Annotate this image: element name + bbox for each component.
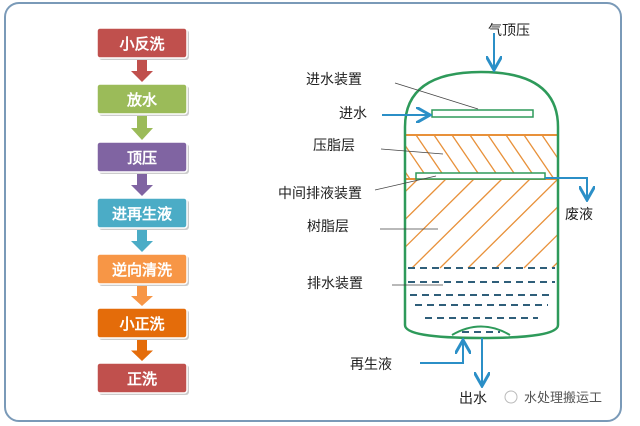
hatch-line: [523, 134, 555, 180]
step-1: 小反洗: [96, 27, 189, 82]
middle-drain-device: [415, 172, 546, 180]
hatch-line: [487, 134, 519, 180]
hatch-line: [614, 135, 640, 179]
step-6: 小正洗: [96, 307, 189, 361]
down-arrow-icon: [131, 60, 153, 82]
label-middle-drain-device: 中间排液装置: [278, 186, 362, 202]
step-box: [96, 197, 188, 229]
step-2: 放水: [96, 83, 189, 140]
hatch-line: [405, 134, 429, 180]
step-label: 正洗: [127, 370, 157, 388]
label-inlet-device: 进水装置: [306, 72, 362, 88]
hatch-line: [451, 134, 483, 180]
step-box: [96, 83, 188, 115]
step-label: 进再生液: [112, 205, 173, 223]
label-resin-layer: 树脂层: [307, 219, 349, 235]
hatch-line: [578, 135, 608, 179]
hatch-line: [523, 178, 558, 269]
hatch-line: [433, 134, 465, 180]
step-box: [96, 362, 188, 394]
resin-hatching: [405, 134, 640, 269]
hatch-line: [439, 178, 531, 269]
hatch-line: [560, 135, 590, 179]
down-arrow-icon: [131, 286, 153, 306]
hatch-line: [405, 178, 475, 269]
label-waste-liquid: 废液: [565, 207, 593, 223]
step-box: [96, 141, 188, 173]
waste-arrow: [545, 177, 587, 198]
step-box: [96, 307, 188, 339]
step-5: 逆向清洗: [96, 253, 189, 306]
down-arrow-icon: [131, 340, 153, 361]
outer-frame: [4, 2, 622, 422]
step-label: 放水: [126, 91, 158, 109]
hatch-line: [505, 134, 537, 180]
label-inlet: 进水: [339, 106, 367, 122]
step-4: 进再生液: [96, 197, 189, 252]
step-label: 小正洗: [119, 315, 164, 333]
hatch-line: [495, 178, 558, 269]
step-box: [96, 27, 188, 59]
hatch-line: [467, 178, 558, 269]
step-label: 顶压: [127, 149, 157, 167]
label-outlet: 出水: [459, 391, 487, 407]
down-arrow-icon: [131, 174, 153, 196]
drain-dashes: [408, 267, 555, 319]
vessel-shell: [403, 70, 560, 340]
label-regenerant: 再生液: [350, 357, 392, 373]
hatch-line: [411, 178, 503, 269]
flow-arrows: [382, 33, 587, 384]
step-box: [96, 253, 188, 285]
label-air-top-pressure: 气顶压: [488, 23, 530, 39]
wechat-icon: [504, 390, 518, 404]
label-compaction-layer: 压脂层: [313, 138, 355, 154]
hatch-line: [405, 178, 447, 269]
down-arrow-icon: [131, 230, 153, 252]
label-drain-device: 排水装置: [307, 276, 363, 292]
down-arrow-icon: [131, 116, 153, 140]
ion-exchange-vessel: [403, 70, 640, 340]
step-label: 逆向清洗: [112, 261, 172, 279]
step-3: 顶压: [96, 141, 189, 196]
bottom-distributor: [451, 325, 511, 336]
hatch-line: [415, 134, 447, 180]
hatch-line: [580, 179, 640, 268]
leader-lines: [374, 82, 479, 286]
hatch-line: [551, 178, 558, 269]
watermark: 水处理搬运工: [504, 390, 602, 406]
step-label: 小反洗: [119, 35, 164, 53]
hatch-line: [469, 134, 501, 180]
watermark-text: 水处理搬运工: [524, 391, 602, 406]
step-7: 正洗: [96, 362, 189, 395]
inlet-device: [431, 109, 534, 118]
hatch-line: [608, 179, 640, 268]
regenerant-arrow: [420, 342, 463, 364]
